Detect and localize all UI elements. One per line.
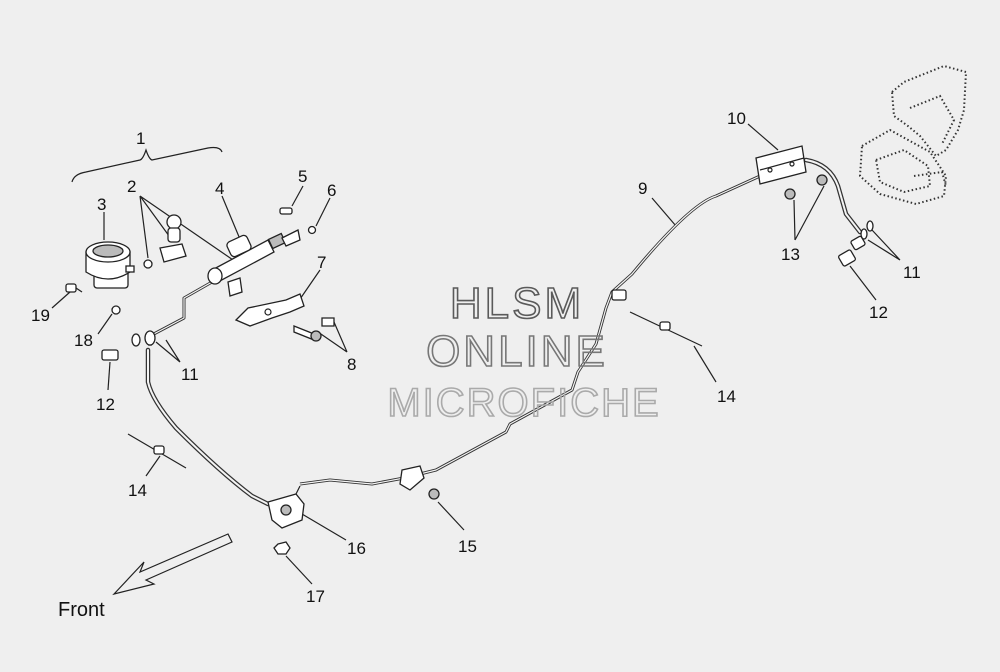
front-label: Front — [58, 599, 105, 621]
reservoir — [85, 241, 135, 289]
nut — [273, 541, 291, 555]
bracket-1 — [71, 146, 223, 183]
clip — [307, 225, 317, 235]
leader-18 — [97, 313, 113, 335]
callout-17: 17 — [306, 587, 325, 606]
leader-11-right — [867, 229, 901, 261]
small-nut — [111, 305, 121, 315]
leader-14-left — [145, 455, 161, 477]
front-hose — [145, 347, 271, 507]
fitting — [143, 214, 187, 269]
bolts — [293, 317, 335, 342]
cable-ties — [127, 311, 703, 469]
leader-15 — [437, 501, 465, 531]
banjo-bolts — [101, 235, 866, 361]
leader-12-right — [849, 265, 877, 301]
pin — [279, 207, 293, 215]
callout-2: 2 — [127, 177, 136, 196]
watermark-line-3: MICROFICHE — [387, 381, 660, 425]
callout-15: 15 — [458, 537, 477, 556]
washers — [131, 220, 874, 347]
leader-4 — [221, 195, 243, 245]
leader-17 — [285, 555, 313, 585]
callout-8: 8 — [347, 355, 356, 374]
callout-7: 7 — [317, 253, 326, 272]
leader-2 — [139, 195, 237, 263]
parts — [65, 64, 968, 596]
callout-14-left: 14 — [128, 481, 147, 500]
mounting-bolts — [784, 174, 828, 200]
callout-14-right: 14 — [717, 387, 736, 406]
callout-5: 5 — [298, 167, 307, 186]
callout-11-left: 11 — [181, 365, 199, 384]
leader-7 — [297, 269, 321, 303]
callout-19: 19 — [31, 306, 50, 325]
leader-lines — [51, 123, 901, 585]
bracket — [234, 293, 305, 327]
callout-4: 4 — [215, 179, 224, 198]
callout-12-right: 12 — [869, 303, 888, 322]
callout-10: 10 — [727, 109, 746, 128]
leader-9 — [651, 197, 677, 227]
rear-caliper — [858, 64, 968, 206]
callout-13: 13 — [781, 245, 800, 264]
screw — [65, 283, 83, 293]
callout-1: 1 — [136, 129, 145, 148]
pipe-clamps — [399, 289, 627, 491]
watermark-line-2: ONLINE — [426, 327, 608, 376]
bolt — [428, 488, 440, 500]
leader-19 — [51, 291, 71, 309]
callout-16: 16 — [347, 539, 366, 558]
callout-12-left: 12 — [96, 395, 115, 414]
callouts: 1 2 3 4 5 6 7 8 9 10 11 11 12 12 13 14 1… — [31, 109, 921, 606]
callout-18: 18 — [74, 331, 93, 350]
watermark: HLSM ONLINE MICROFICHE — [387, 278, 660, 426]
leader-10 — [747, 123, 779, 151]
watermark-line-1: HLSM — [450, 279, 584, 328]
callout-3: 3 — [97, 195, 106, 214]
callout-9: 9 — [638, 179, 647, 198]
valve — [267, 485, 305, 529]
leader-6 — [315, 197, 331, 227]
leader-12-left — [107, 361, 111, 391]
leader-13 — [793, 185, 825, 241]
master-cylinder-pipe — [148, 280, 213, 346]
leader-8 — [317, 321, 348, 353]
leader-11-left — [155, 339, 181, 363]
callout-11-right: 11 — [903, 263, 921, 282]
leader-5 — [291, 185, 304, 207]
master-cylinder — [207, 229, 301, 297]
callout-6: 6 — [327, 181, 336, 200]
junction-block — [755, 145, 807, 185]
leader-16 — [301, 513, 347, 541]
front-arrow — [112, 533, 233, 596]
leader-14-right — [693, 345, 717, 383]
